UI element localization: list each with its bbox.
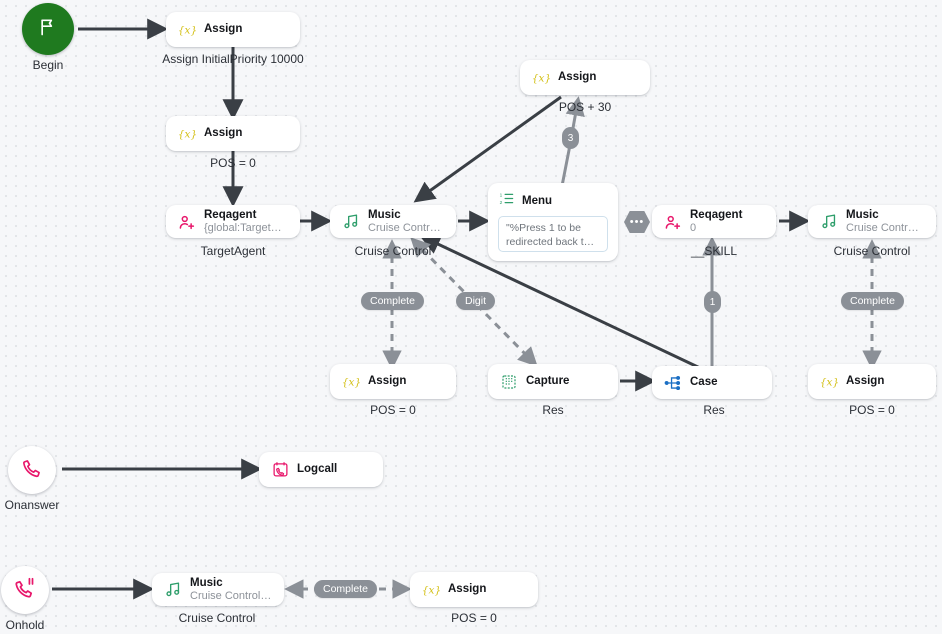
reqagent-icon [178,213,196,231]
edge-label-digit[interactable]: Digit [456,292,496,310]
svg-text:1: 1 [500,192,503,198]
node-title: Logcall [297,462,338,475]
caption-onhold: Onhold [5,618,45,632]
node-title: Capture [526,374,570,387]
caption-begin: Begin [32,58,64,72]
caption-music-bottom: Cruise Control [178,611,256,625]
node-music-right[interactable]: Music Cruise Control.wav [808,205,936,238]
caption-onanswer: Onanswer [4,498,60,512]
node-music-center[interactable]: Music Cruise Control.wav [330,205,456,238]
svg-text:{x}: {x} [821,376,838,388]
caption-assign-pos-zero-b: POS = 0 [370,403,416,417]
caption-music-right: Cruise Control [833,244,911,258]
node-subtitle: Cruise Control.wav [190,589,272,602]
node-title: Menu [522,195,553,207]
node-logcall[interactable]: Logcall [259,452,383,487]
caption-music-center: Cruise Control [354,244,432,258]
edge-label-complete-right[interactable]: Complete [841,292,904,310]
svg-text:{x}: {x} [343,376,360,388]
node-title: Case [690,375,718,388]
node-subtitle: Cruise Control.wav [846,221,924,234]
node-title: Assign [368,374,407,387]
node-title: Assign [204,126,243,139]
node-subtitle: Cruise Control.wav [368,221,444,234]
caption-capture-res: Res [542,403,564,417]
node-title: Reqagent [690,208,743,221]
svg-text:{x}: {x} [179,24,196,36]
node-title: Assign [448,582,487,595]
node-music-bottom[interactable]: Music Cruise Control.wav [152,573,284,606]
case-icon [664,374,682,392]
assign-icon: {x} [532,69,550,87]
node-subtitle: {global:TargetAgent} [204,221,288,234]
phone-hold-icon [14,577,36,603]
node-title: Assign [846,374,885,387]
music-icon [164,581,182,599]
node-title: Assign [204,22,243,35]
assign-icon: {x} [820,373,838,391]
node-title: Assign [558,70,597,83]
caption-assign-pos-zero-a: POS = 0 [210,156,256,170]
node-case-res[interactable]: Case [652,366,772,399]
flag-icon [38,17,58,42]
edge-label-complete-bottom[interactable]: Complete [314,580,377,598]
node-title: Music [846,208,879,221]
node-title: Music [190,576,223,589]
reqagent-icon [664,213,682,231]
menu-prompt-field[interactable]: "%Press 1 to be redirected back t… [498,216,608,252]
node-assign-initial-priority[interactable]: {x} Assign [166,12,300,47]
node-assign-pos-zero-d[interactable]: {x} Assign [410,572,538,607]
node-title: Music [368,208,401,221]
caption-case-res: Res [703,403,725,417]
node-menu[interactable]: 1 2 Menu "%Press 1 to be redirected back… [488,183,618,261]
edge-label-complete-center[interactable]: Complete [361,292,424,310]
node-assign-pos-zero-a[interactable]: {x} Assign [166,116,300,151]
assign-icon: {x} [178,125,196,143]
edge-badge-one[interactable]: 1 [704,291,721,313]
node-assign-pos-zero-b[interactable]: {x} Assign [330,364,456,399]
node-assign-pos-zero-c[interactable]: {x} Assign [808,364,936,399]
trigger-node-onanswer[interactable] [8,446,56,494]
caption-assign-pos-plus-thirty: POS + 30 [558,100,612,114]
menu-icon: 1 2 [498,191,515,211]
trigger-node-begin[interactable] [22,3,74,55]
trigger-node-onhold[interactable] [1,566,49,614]
caption-assign-pos-zero-c: POS = 0 [849,403,895,417]
capture-icon [500,373,518,391]
music-icon [820,213,838,231]
edge-badge-three[interactable]: 3 [562,127,579,149]
assign-icon: {x} [178,21,196,39]
menu-connector-dots-icon[interactable]: ••• [624,211,650,233]
caption-reqagent-target-agent: TargetAgent [200,244,266,258]
logcall-icon [271,461,289,479]
node-title: Reqagent [204,208,257,221]
node-subtitle: 0 [690,221,697,234]
node-reqagent-target-agent[interactable]: Reqagent {global:TargetAgent} [166,205,300,238]
caption-assign-initial-priority: Assign InitialPriority 10000 [162,52,304,66]
svg-text:{x}: {x} [423,584,440,596]
svg-text:{x}: {x} [179,128,196,140]
node-assign-pos-plus-thirty[interactable]: {x} Assign [520,60,650,95]
svg-text:{x}: {x} [533,72,550,84]
node-capture-res[interactable]: Capture [488,364,618,399]
caption-assign-pos-zero-d: POS = 0 [451,611,497,625]
assign-icon: {x} [422,581,440,599]
phone-icon [22,458,42,483]
svg-text:2: 2 [500,200,503,206]
music-icon [342,213,360,231]
caption-reqagent-skill: __SKILL [690,244,738,258]
node-reqagent-skill[interactable]: Reqagent 0 [652,205,776,238]
assign-icon: {x} [342,373,360,391]
